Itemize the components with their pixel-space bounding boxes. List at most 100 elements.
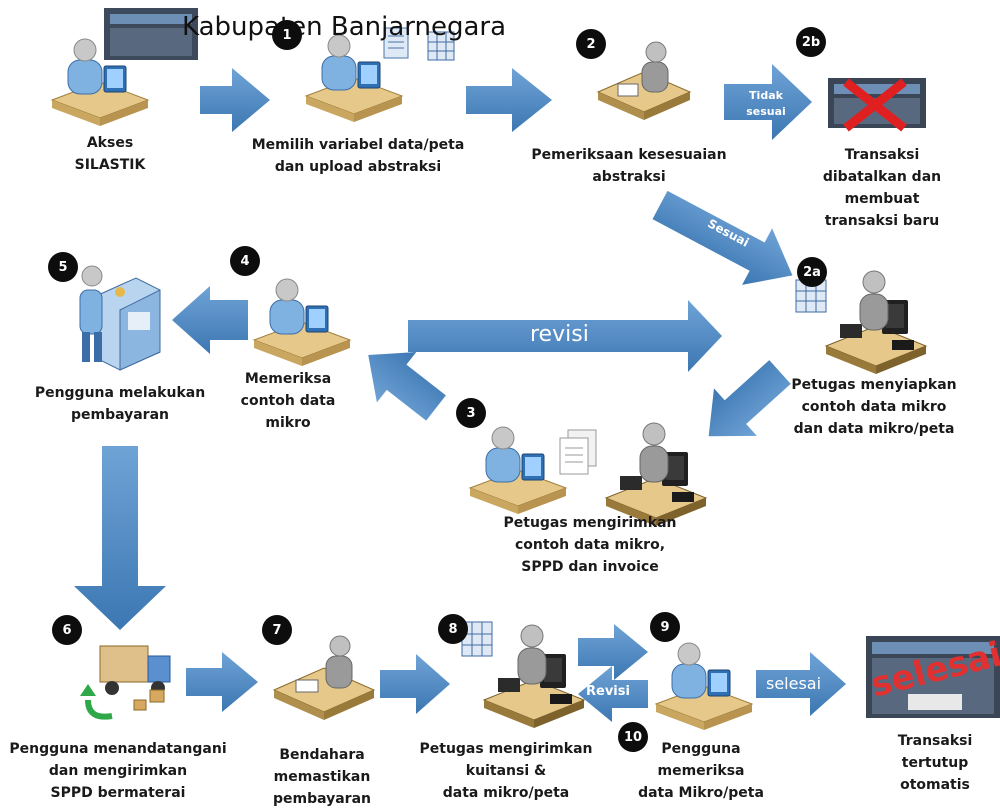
label-line: dibatalkan dan xyxy=(822,169,942,185)
label-line: membuat xyxy=(844,191,920,207)
spreadsheet-icon xyxy=(427,31,455,61)
delivery-truck-icon xyxy=(80,645,171,720)
arrow-to-payment xyxy=(172,286,248,354)
document-icon xyxy=(383,27,409,59)
flow-arrow-1 xyxy=(200,68,270,132)
officer-send-icon xyxy=(605,422,707,527)
label-petugas-kuitansi: Petugas mengirimkan kuitansi & data mikr… xyxy=(406,738,606,804)
label-line: memastikan xyxy=(273,769,371,785)
label-line: Memeriksa xyxy=(244,371,332,387)
step-badge-7: 7 xyxy=(262,615,292,645)
label-line: pembayaran xyxy=(272,791,372,807)
step-badge-2a: 2a xyxy=(797,257,827,287)
step-badge-10: 10 xyxy=(618,722,648,752)
step-badge-9: 9 xyxy=(650,612,680,642)
label-line: data mikro/peta xyxy=(442,785,570,801)
cancelled-screen-image xyxy=(828,78,926,132)
sesuai-text: sesuai xyxy=(746,105,786,118)
label-line: Petugas mengirimkan xyxy=(503,515,677,531)
label-line: tertutup xyxy=(901,755,969,771)
flow-arrow-7-8 xyxy=(380,654,450,714)
arrow-tidak-sesuai xyxy=(724,64,812,140)
arrow-down xyxy=(74,446,166,630)
payment-atm-icon xyxy=(79,265,161,371)
label-line: memeriksa xyxy=(657,763,745,779)
user-receive-icon xyxy=(469,426,567,515)
silastik-screen-image xyxy=(104,8,198,60)
label-line: mikro xyxy=(265,415,311,431)
page-title: Kabupaten Banjarnegara xyxy=(182,12,507,42)
label-pemeriksaan: Pemeriksaan kesesuaian abstraksi xyxy=(524,144,734,188)
label-line: Transaksi xyxy=(897,733,973,749)
flow-arrow-2 xyxy=(466,68,552,132)
label-petugas-kirim-contoh: Petugas mengirimkan contoh data mikro, S… xyxy=(486,512,694,578)
label-bendahara: Bendahara memastikan pembayaran xyxy=(258,744,386,810)
label-line: SILASTIK xyxy=(74,157,146,173)
label-line: contoh data mikro xyxy=(801,399,947,415)
arrow-revisi-small xyxy=(578,666,648,722)
flow-arrow-6-7 xyxy=(186,652,258,712)
label-line: contoh data mikro, xyxy=(514,537,666,553)
arrow-from-2a xyxy=(708,360,791,437)
spreadsheet-icon-2a xyxy=(795,279,827,313)
label-line: Petugas menyiapkan xyxy=(791,377,957,393)
officer-check-icon xyxy=(596,41,692,120)
user-check-data-icon xyxy=(655,642,753,731)
label-line: Akses xyxy=(86,135,134,151)
step-badge-5: 5 xyxy=(48,252,78,282)
label-line: data Mikro/peta xyxy=(638,785,764,801)
label-line: Memilih variabel data/peta xyxy=(251,137,465,153)
label-line: dan mengirimkan xyxy=(48,763,188,779)
label-line: dan data mikro/peta xyxy=(793,421,955,437)
step-badge-6: 6 xyxy=(52,615,82,645)
officer-invoice-icon xyxy=(483,624,585,729)
label-pembayaran: Pengguna melakukan pembayaran xyxy=(22,382,218,426)
label-line: SPPD bermaterai xyxy=(50,785,186,801)
step-badge-2b: 2b xyxy=(796,27,826,57)
step-badge-1: 1 xyxy=(272,20,302,50)
tidak-sesuai-text: Tidak sesuai xyxy=(736,88,796,120)
user-examine-icon xyxy=(253,278,351,367)
label-line: dan upload abstraksi xyxy=(274,159,442,175)
label-petugas-siapkan: Petugas menyiapkan contoh data mikro dan… xyxy=(782,374,966,440)
papers-icon xyxy=(559,429,597,475)
label-line: Petugas mengirimkan xyxy=(419,741,593,757)
treasurer-icon xyxy=(272,635,376,720)
arrow-8-to-9 xyxy=(578,624,648,680)
label-pengguna-ttd: Pengguna menandatangani dan mengirimkan … xyxy=(0,738,236,804)
label-transaksi-tutup: Transaksi tertutup otomatis xyxy=(880,730,990,796)
tidak-text: Tidak xyxy=(749,89,783,102)
step-badge-3: 3 xyxy=(456,398,486,428)
finished-screen-image xyxy=(866,636,1000,718)
label-line: transaksi baru xyxy=(824,213,940,229)
label-line: otomatis xyxy=(900,777,970,793)
label-line: pembayaran xyxy=(70,407,170,423)
label-line: SPPD dan invoice xyxy=(521,559,659,575)
label-memilih: Memilih variabel data/peta dan upload ab… xyxy=(228,134,488,178)
revisi-big-text: revisi xyxy=(530,322,589,347)
label-pengguna-periksa: Pengguna memeriksa data Mikro/peta xyxy=(626,738,776,804)
label-akses: Akses SILASTIK xyxy=(40,132,180,176)
label-memeriksa: Memeriksa contoh data mikro xyxy=(228,368,348,434)
label-transaksi-batal: Transaksi dibatalkan dan membuat transak… xyxy=(812,144,952,232)
label-line: Transaksi xyxy=(844,147,920,163)
arrow-revisi-big xyxy=(408,300,722,372)
label-line: abstraksi xyxy=(592,169,666,185)
label-line: Pengguna melakukan xyxy=(34,385,206,401)
label-line: Bendahara xyxy=(279,747,365,763)
officer-prepare-icon xyxy=(825,270,927,375)
label-line: Pemeriksaan kesesuaian xyxy=(531,147,727,163)
arrow-selesai xyxy=(756,652,846,716)
label-line: Pengguna menandatangani xyxy=(9,741,227,757)
step-badge-8: 8 xyxy=(438,614,468,644)
arrow-sesuai xyxy=(652,190,793,285)
step-badge-2: 2 xyxy=(576,29,606,59)
label-line: Pengguna xyxy=(661,741,741,757)
arrow-to-examine xyxy=(368,352,446,421)
selesai-arrow-text: selesai xyxy=(766,674,822,693)
step-badge-4: 4 xyxy=(230,246,260,276)
label-line: kuitansi & xyxy=(465,763,547,779)
revisi-small-text: Revisi xyxy=(586,684,630,699)
label-line: contoh data xyxy=(240,393,336,409)
